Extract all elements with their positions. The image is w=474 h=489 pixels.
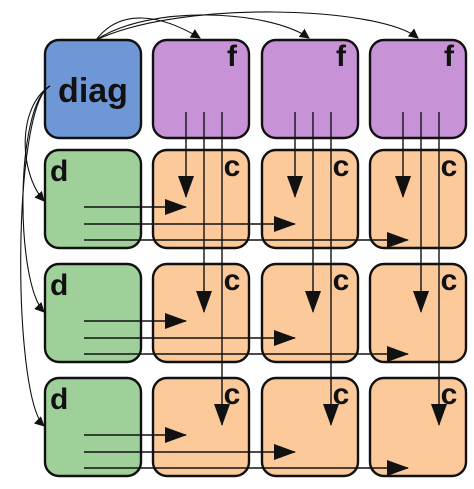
tile-f-box xyxy=(151,38,251,140)
dependency-arrows xyxy=(20,11,447,476)
tile-f-label: f xyxy=(444,40,455,73)
tile-c-r3c2: c xyxy=(260,376,360,478)
tile-diag-label: diag xyxy=(58,72,128,110)
tile-c-label: c xyxy=(333,264,350,297)
arrow-diag-to-d-3 xyxy=(20,85,51,427)
tile-d-label: d xyxy=(50,155,68,188)
tile-c-r3c1: c xyxy=(151,376,251,478)
tile-c-box xyxy=(368,376,468,478)
arrow-diag-to-f-1 xyxy=(95,17,201,41)
tile-c-r1c2: c xyxy=(260,148,360,250)
tile-diag-r0c0: diag xyxy=(43,38,143,140)
tile-c-box xyxy=(368,262,468,364)
tile-d-label: d xyxy=(50,269,68,302)
tile-c-label: c xyxy=(224,150,241,183)
tile-grid: diag f f f d c c c d c c c d c c c xyxy=(43,38,468,478)
tile-f-box xyxy=(260,38,360,140)
tile-c-label: c xyxy=(441,264,458,297)
tile-f-box xyxy=(368,38,468,140)
tile-c-r2c3: c xyxy=(368,262,468,364)
arrow-diag-to-f-3 xyxy=(95,11,419,41)
tile-f-r0c2: f xyxy=(260,38,360,140)
tile-d-label: d xyxy=(50,383,68,416)
tile-c-r3c3: c xyxy=(368,376,468,478)
tile-f-r0c1: f xyxy=(151,38,251,140)
tile-c-label: c xyxy=(224,264,241,297)
tile-c-label: c xyxy=(333,150,350,183)
tile-c-box xyxy=(368,148,468,250)
tile-c-label: c xyxy=(441,378,458,411)
tile-f-label: f xyxy=(336,40,347,73)
tile-c-r2c1: c xyxy=(151,262,251,364)
tile-c-label: c xyxy=(333,378,350,411)
tile-d-r1c0: d xyxy=(43,148,143,250)
tile-c-r2c2: c xyxy=(260,262,360,364)
tile-f-label: f xyxy=(227,40,238,73)
tile-c-label: c xyxy=(224,378,241,411)
tile-f-r0c3: f xyxy=(368,38,468,140)
tile-c-r1c3: c xyxy=(368,148,468,250)
tile-d-r3c0: d xyxy=(43,376,143,478)
arrow-diag-to-d-1 xyxy=(24,85,51,202)
tile-c-r1c1: c xyxy=(151,148,251,250)
tile-d-r2c0: d xyxy=(43,262,143,364)
tile-c-label: c xyxy=(441,150,458,183)
